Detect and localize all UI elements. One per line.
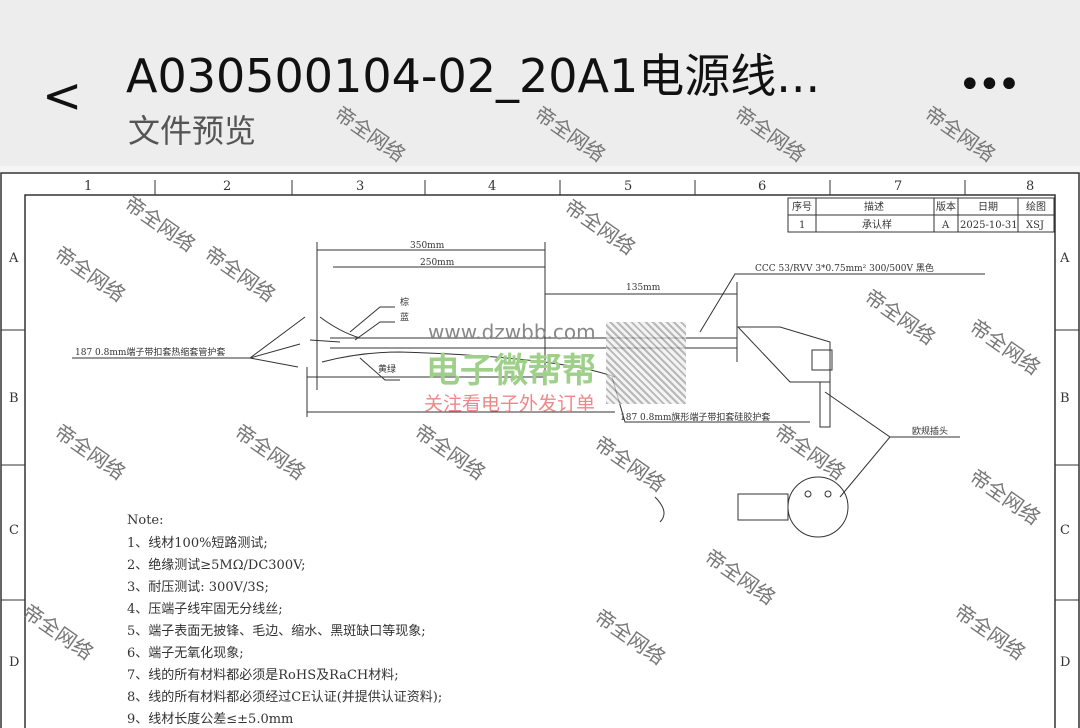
overlay-brand: 电子微帮帮 (426, 351, 596, 391)
divider (0, 166, 1080, 172)
svg-text:2025-10-31: 2025-10-31 (960, 220, 1018, 231)
wire-label-brown: 棕 (400, 296, 409, 308)
page-subtitle: 文件预览 (128, 112, 257, 150)
terminal-label-right: 187 0.8mm旗形端子带扣套硅胶护套 (620, 411, 770, 423)
col-label: 6 (758, 179, 766, 194)
col-label: 5 (624, 179, 632, 194)
svg-text:日期: 日期 (978, 201, 998, 213)
cable-spec-label: CCC 53/RVV 3*0.75mm² 300/500V 黑色 (755, 262, 934, 274)
col-label: 8 (1026, 179, 1034, 194)
svg-text:A: A (941, 220, 950, 231)
col-label: 2 (223, 179, 231, 194)
file-title: A030500104-02_20A1电源线... (126, 49, 821, 103)
row-label: A (8, 251, 19, 266)
terminal-label-left: 187 0.8mm端子带扣套热缩套管护套 (75, 346, 225, 358)
top-bar: < A030500104-02_20A1电源线... 文件预览 ••• (0, 0, 1080, 166)
row-label: C (9, 523, 19, 538)
col-label: 7 (894, 179, 902, 194)
dimension: 250mm (420, 258, 455, 268)
svg-text:XSJ: XSJ (1026, 220, 1044, 231)
svg-text:8、线的所有材料都必须经过CE认证(并提供认证资料);: 8、线的所有材料都必须经过CE认证(并提供认证资料); (127, 689, 442, 705)
svg-text:2、绝缘测试≥5MΩ/DC300V;: 2、绝缘测试≥5MΩ/DC300V; (127, 557, 306, 573)
col-label: 1 (84, 179, 92, 194)
plug-label: 欧规插头 (912, 425, 948, 437)
col-label: 4 (488, 179, 496, 194)
row-label: B (9, 391, 19, 406)
svg-text:版本: 版本 (936, 200, 956, 213)
dimension: 350mm (410, 241, 445, 251)
back-button[interactable]: < (42, 68, 83, 124)
svg-text:6、端子无氧化现象;: 6、端子无氧化现象; (127, 646, 244, 661)
overlay-slogan: 关注看电子外发订单 (424, 393, 596, 415)
svg-text:4、压端子线牢固无分线丝;: 4、压端子线牢固无分线丝; (127, 602, 283, 617)
svg-text:1: 1 (799, 220, 805, 231)
row-label: A (1059, 251, 1070, 266)
row-label: B (1060, 391, 1070, 406)
svg-text:Note:: Note: (127, 513, 164, 528)
row-label: C (1060, 523, 1070, 538)
col-label: 3 (356, 179, 364, 194)
wire-label-blue: 蓝 (400, 311, 409, 323)
wire-label-yellow-green: 黄绿 (378, 363, 396, 375)
svg-text:9、线材长度公差≤±5.0mm: 9、线材长度公差≤±5.0mm (127, 711, 293, 727)
svg-text:序号: 序号 (792, 200, 812, 213)
dimension: 135mm (626, 283, 661, 293)
svg-text:绘图: 绘图 (1026, 200, 1046, 213)
row-label: D (1060, 655, 1070, 670)
more-options-icon[interactable]: ••• (958, 62, 1021, 108)
notes: Note: 1、线材100%短路测试; 2、绝缘测试≥5MΩ/DC300V; 3… (127, 513, 442, 727)
svg-text:5、端子表面无披锋、毛边、缩水、黑斑缺口等现象;: 5、端子表面无披锋、毛边、缩水、黑斑缺口等现象; (127, 623, 426, 639)
svg-text:1、线材100%短路测试;: 1、线材100%短路测试; (127, 535, 268, 551)
row-label: D (9, 655, 19, 670)
svg-text:承认样: 承认样 (862, 218, 892, 231)
svg-text:7、线的所有材料都必须是RoHS及RaCH材料;: 7、线的所有材料都必须是RoHS及RaCH材料; (127, 667, 399, 683)
svg-text:描述: 描述 (864, 200, 884, 213)
svg-text:3、耐压测试: 300V/3S;: 3、耐压测试: 300V/3S; (127, 580, 269, 595)
qr-code (606, 322, 686, 404)
title-block: 序号 描述 版本 日期 绘图 1 承认样 A 2025-10-31 XSJ (787, 197, 1055, 233)
drawing-preview[interactable]: 1 2 3 4 5 6 7 8 A B C D A B C D 序号 描述 版本 日期… (0, 172, 1080, 728)
overlay-url: www.dzwbb.com (428, 320, 596, 344)
